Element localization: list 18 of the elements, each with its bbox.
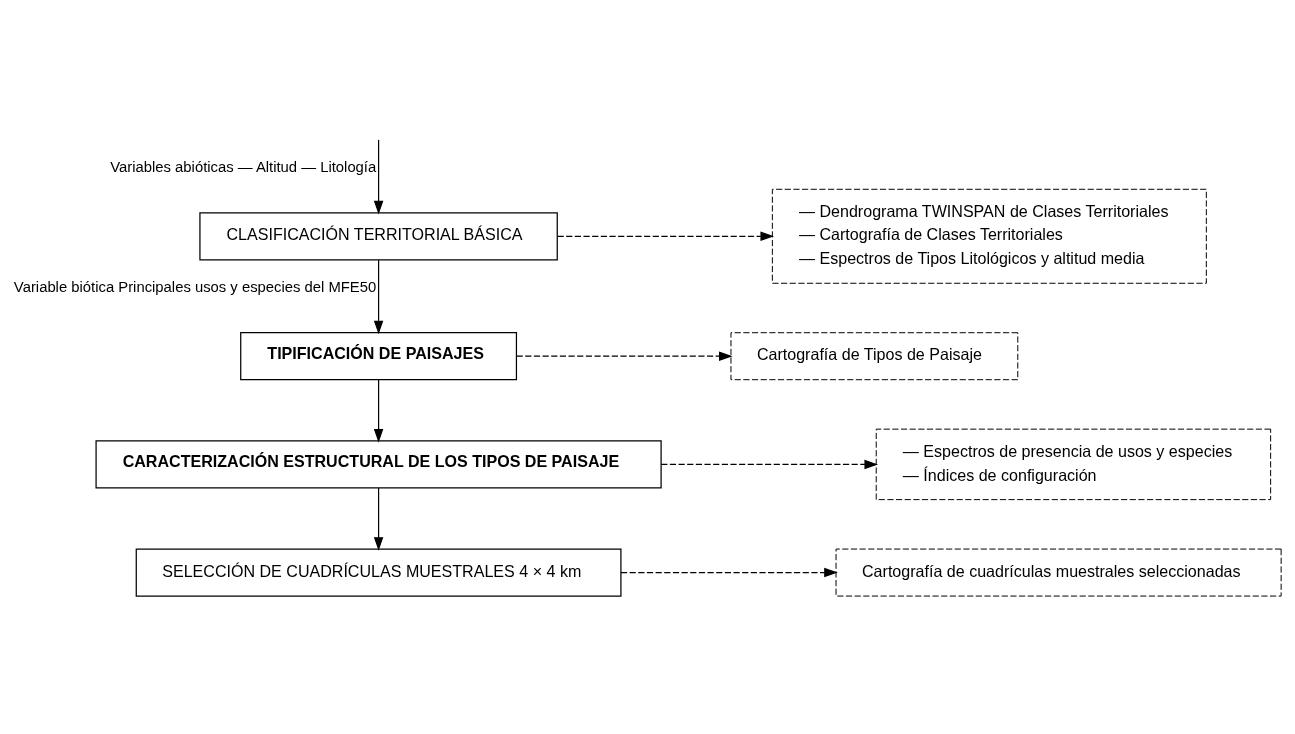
arrow [373, 259, 384, 334]
arrow [556, 231, 775, 241]
arrow [373, 378, 384, 443]
node-box: TIPIFICACIÓN DE PAISAJES [240, 331, 518, 380]
node-box: Cartografía de cuadrículas muestrales seleccionadas [835, 548, 1282, 597]
arrow [373, 486, 384, 551]
node-box: — Dendrograma TWINSPAN de Clases Territoriales — Cartografía de Clases Territoriales — Espectros de Tipos Litológicos y altitud media [771, 188, 1207, 284]
node-box: SELECCIÓN DE CUADRÍCULAS MUESTRALES 4 × 4 km [135, 547, 622, 597]
arrow [515, 350, 733, 361]
node-box: CLASIFICACIÓN TERRITORIAL BÁSICA [199, 211, 558, 260]
edge-label: Variable biótica Principales usos y especies del MFE50 [13, 278, 377, 295]
edge-label: Variables abióticas — Altitud — Litología [110, 158, 377, 175]
node-box: CARACTERIZACIÓN ESTRUCTURAL DE LOS TIPOS DE PAISAJE [95, 439, 662, 488]
arrow [373, 138, 384, 214]
node-box: Cartografía de Tipos de Paisaje [730, 331, 1019, 380]
node-box: — Espectros de presencia de usos y especies — Índices de configuración [875, 428, 1272, 500]
arrow [660, 459, 879, 469]
arrow [620, 567, 838, 577]
